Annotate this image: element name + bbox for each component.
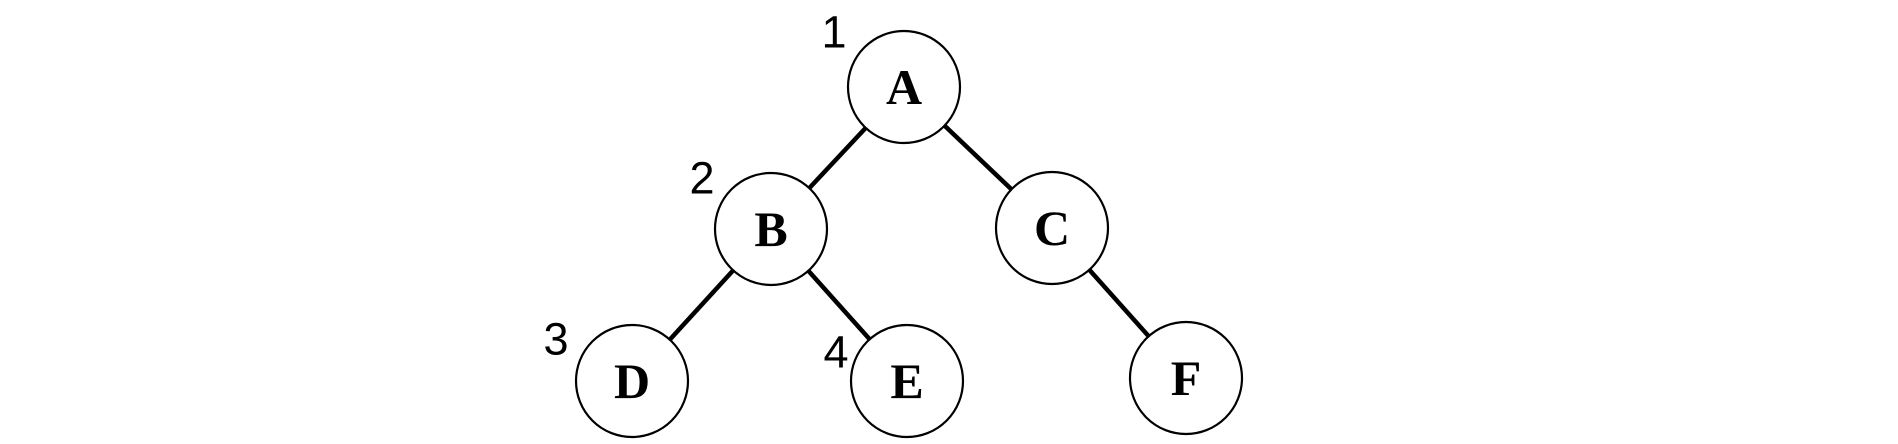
tree-node-A-label: A — [886, 59, 922, 115]
tree-node-B-label: B — [754, 201, 787, 257]
visit-order-label-D: 3 — [543, 314, 568, 365]
tree-node-B-circle — [713, 171, 829, 287]
tree-node-C-circle — [994, 170, 1110, 286]
tree-node-E-circle — [849, 323, 965, 439]
tree-node-D-label: D — [614, 353, 650, 409]
visit-order-label-A: 1 — [821, 7, 846, 58]
tree-node-F-label: F — [1171, 350, 1202, 406]
visit-order-label-B: 2 — [689, 153, 714, 204]
tree-node-E-label: E — [890, 353, 923, 409]
tree-node-D-circle — [574, 323, 690, 439]
tree-node-C-label: C — [1034, 200, 1070, 256]
tree-node-F-circle — [1128, 320, 1244, 436]
tree-node-A-circle — [846, 29, 962, 145]
visit-order-label-E: 4 — [823, 327, 848, 378]
